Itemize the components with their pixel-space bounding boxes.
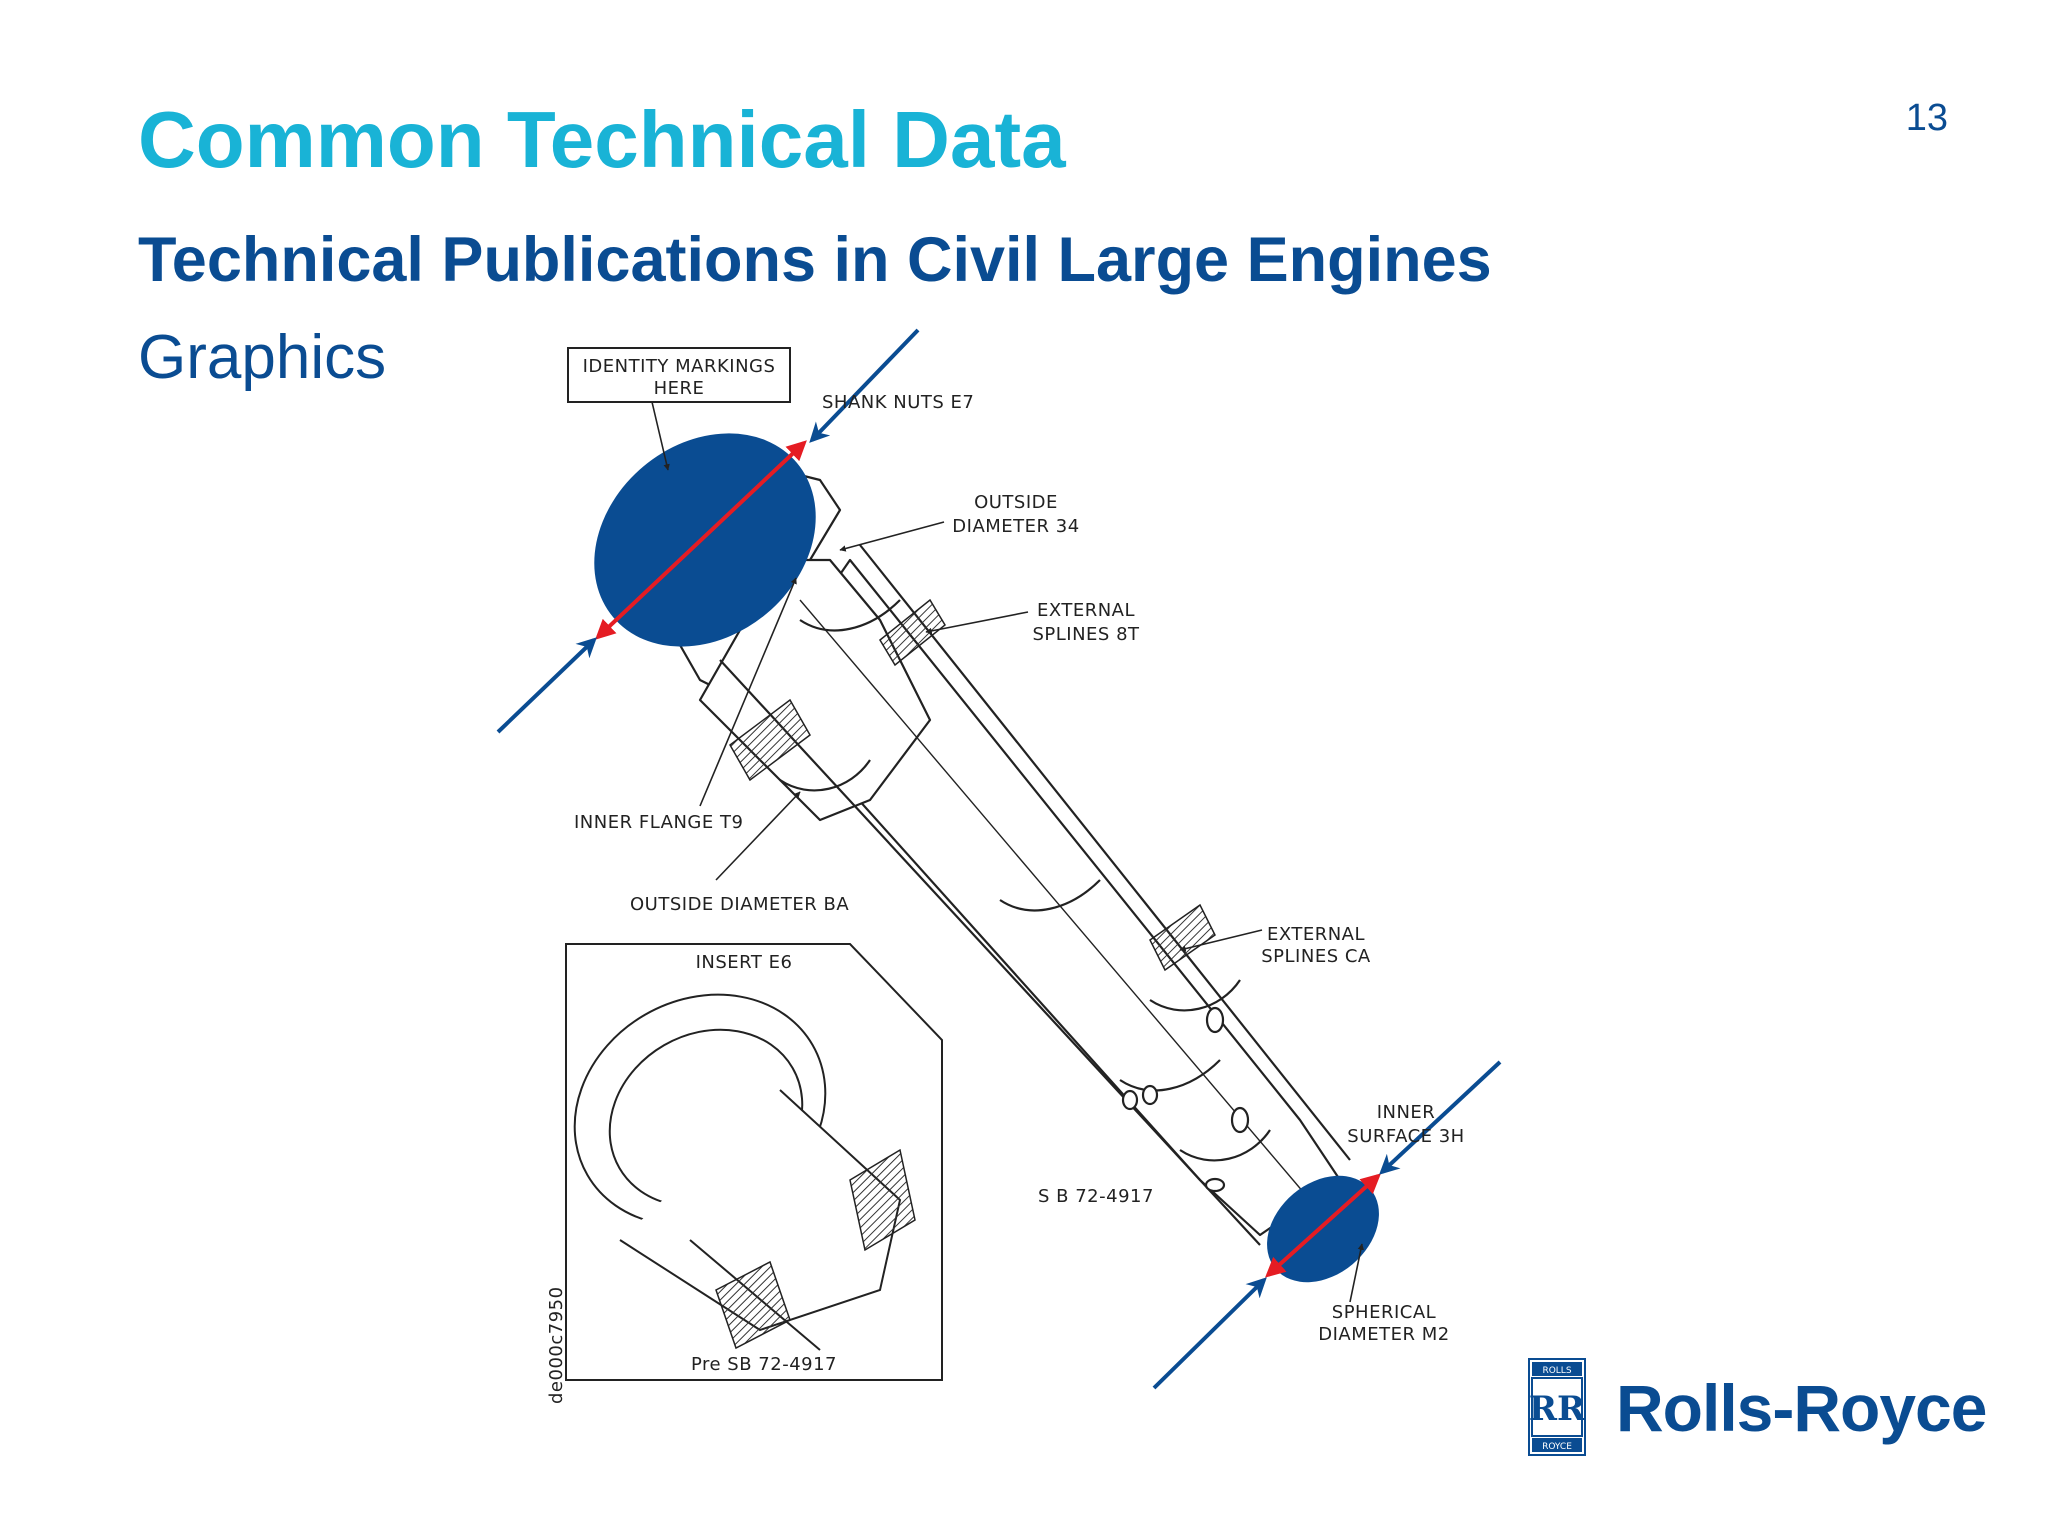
identity-markings-box [567, 347, 791, 403]
upper-bottom-pointer-arrow [496, 637, 597, 734]
upper-diameter-arrow [595, 440, 807, 640]
callout-spherical-diameter-line2: DIAMETER M2 [1318, 1324, 1449, 1345]
lower-bottom-pointer-arrow [1152, 1277, 1267, 1390]
callout-shank-nuts: SHANK NUTS E7 [822, 392, 974, 413]
callout-external-splines-ca-line2: SPLINES CA [1261, 946, 1371, 967]
callout-identity-markings-line2: HERE [654, 378, 705, 399]
rolls-royce-logo: ROLLS RR ROYCE Rolls-Royce [1528, 1358, 1987, 1460]
rr-badge-bottom-text: ROYCE [1542, 1442, 1572, 1452]
callout-sb-number: S B 72-4917 [1038, 1186, 1154, 1207]
rr-badge-top-text: ROLLS [1542, 1366, 1571, 1376]
callout-leader-lines [651, 401, 1364, 1303]
pre-sb-inset: INSERT E6 Pre SB 72-4917 de000c7950 [546, 943, 943, 1404]
lower-top-pointer-arrow [1379, 1060, 1502, 1175]
callout-inner-surface-line2: SURFACE 3H [1347, 1126, 1464, 1147]
callout-spherical-diameter-line1: SPHERICAL [1332, 1302, 1436, 1323]
brand-name: Rolls-Royce [1616, 1371, 1987, 1445]
callout-pre-sb: Pre SB 72-4917 [691, 1354, 837, 1375]
callout-outside-diameter-34-line2: DIAMETER 34 [952, 516, 1079, 537]
rr-badge-icon: ROLLS RR ROYCE [1528, 1358, 1586, 1456]
callout-inner-surface-line1: INNER [1377, 1102, 1436, 1123]
upper-top-pointer-arrow [809, 328, 920, 443]
callout-insert: INSERT E6 [696, 952, 793, 973]
rr-badge-monogram: RR [1529, 1389, 1586, 1429]
callout-external-splines-8t-line2: SPLINES 8T [1032, 624, 1140, 645]
callout-external-splines-ca-line1: EXTERNAL [1267, 924, 1365, 945]
slide-subtitle: Technical Publications in Civil Large En… [138, 225, 1492, 295]
slide-section-heading: Graphics [138, 323, 387, 392]
callout-outside-diameter-34-line1: OUTSIDE [974, 492, 1058, 513]
page-number: 13 [1905, 97, 1948, 139]
lower-diameter-arrow [1265, 1173, 1381, 1278]
callout-inner-flange: INNER FLANGE T9 [574, 812, 743, 833]
callout-identity-markings-line1: IDENTITY MARKINGS [583, 356, 776, 377]
callout-external-splines-8t-line1: EXTERNAL [1037, 600, 1135, 621]
drawing-id: de000c7950 [546, 1286, 567, 1404]
spline-bands [729, 598, 1216, 972]
slide-title: Common Technical Data [138, 95, 1066, 184]
callout-outside-diameter-ba: OUTSIDE DIAMETER BA [630, 894, 849, 915]
